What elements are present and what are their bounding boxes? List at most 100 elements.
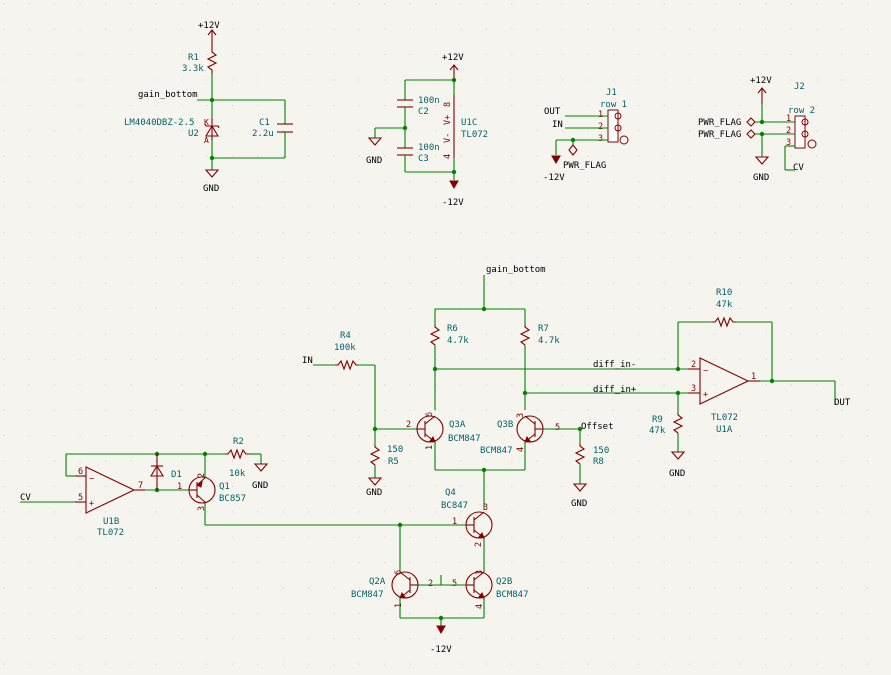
u2-value: LM4040DBZ-2.5 [124, 118, 194, 128]
q2b-pin-3: 3 [475, 570, 485, 575]
q1-pin-1: 1 [177, 482, 182, 492]
q4-ref: Q4 [445, 488, 456, 498]
u1b-pin-6: 6 [78, 467, 83, 477]
r4-ref: R4 [340, 331, 351, 341]
u1a-ref: U1A [716, 425, 733, 435]
pwr-flag-j2-top: PWR_FLAG [698, 117, 756, 128]
u1b-pin-5: 5 [78, 493, 83, 503]
u1b-plus: + [89, 499, 94, 509]
opamp-u1c-power: 8 V+ V- 4 U1C TL072 [443, 95, 488, 159]
q2b-pin-5: 5 [452, 579, 457, 589]
q3a-pin-6: 6 [425, 412, 435, 417]
u2-pin-a: A [204, 136, 209, 145]
net-label-diff-in-plus: diff_in+ [593, 385, 637, 395]
gnd-label-r5: GND [366, 488, 382, 498]
u1a-pin-2: 2 [691, 360, 696, 370]
net-label-diff-in-minus: diff_in- [593, 360, 636, 370]
ground-symbol-r8: GND [571, 483, 587, 509]
r10-value: 47k [716, 300, 733, 310]
connector-j2[interactable]: J2 row 2 1 2 3 [786, 82, 817, 149]
power-symbol-p12-top: +12V [198, 21, 220, 48]
j2-ref: J2 [794, 82, 805, 92]
u1a-value: TL072 [711, 413, 738, 423]
j2-pin-2: 2 [786, 126, 791, 136]
u1a-pin-1: 1 [751, 372, 756, 382]
power-symbol-m12-j1: -12V [543, 155, 565, 183]
u1b-minus: − [89, 474, 94, 484]
diode-d1: D1 [150, 454, 182, 490]
r8-value: 150 [593, 446, 609, 456]
transistor-q2b: 5 3 4 Q2B BCM847 [452, 570, 529, 609]
u1c-pin-8: 8 [443, 102, 453, 107]
pwr-flag-j1: PWR_FLAG [563, 144, 606, 171]
resistor-r1: R1 3.3k [182, 48, 218, 74]
r10-ref: R10 [716, 288, 732, 298]
r5-value: 150 [387, 445, 403, 455]
power-symbol-m12-bottom: -12V [430, 625, 452, 655]
c2-value: 100n [418, 96, 440, 106]
q3b-value: BCM847 [480, 446, 513, 456]
transistor-q3a: 2 6 1 Q3A BCM847 [406, 412, 481, 450]
r9-ref: R9 [652, 415, 663, 425]
net-label-gain-bottom-main: gain_bottom [486, 265, 546, 275]
zener-reference-u2: K A LM4040DBZ-2.5 U2 [124, 118, 220, 145]
u1b-ref: U1B [103, 517, 119, 527]
q3b-ref: Q3B [497, 420, 513, 430]
q3b-pin-5: 5 [555, 423, 560, 433]
u1b-pin-7: 7 [138, 481, 143, 491]
c2-ref: C2 [418, 107, 429, 117]
r1-value: 3.3k [182, 64, 204, 74]
u1a-minus: − [703, 366, 708, 376]
gnd-label-r8: GND [571, 499, 587, 509]
j1-net-in: IN [552, 120, 563, 130]
q3b-pin-3: 3 [516, 413, 526, 418]
net-label-in: IN [302, 356, 313, 366]
ground-symbol-j2: GND [753, 156, 769, 183]
net-label-cv: CV [20, 493, 31, 503]
pwr-flag-j1-label: PWR_FLAG [563, 161, 606, 171]
transistor-q4: 1 3 2 Q4 BC847 [441, 488, 493, 547]
net-label-p12-top: +12V [198, 21, 220, 31]
resistor-r10: R10 47k [712, 288, 736, 328]
j1-ref: J1 [606, 88, 617, 98]
j2-value: row 2 [788, 106, 815, 116]
q2a-pin-6: 6 [394, 570, 404, 575]
c1-ref: C1 [259, 118, 270, 128]
u1c-value: TL072 [461, 130, 488, 140]
ground-symbol-r9: GND [669, 451, 685, 479]
r7-value: 4.7k [538, 336, 560, 346]
resistor-r6: R6 4.7k [429, 324, 469, 346]
q3a-pin-1: 1 [425, 445, 435, 450]
r9-value: 47k [649, 426, 666, 436]
u1c-pin-4: 4 [443, 154, 453, 159]
c3-ref: C3 [418, 154, 429, 164]
gnd-label-j2: GND [753, 173, 769, 183]
r6-value: 4.7k [447, 336, 469, 346]
transistor-q1: 1 2 3 Q1 BC857 [177, 473, 246, 511]
q3a-ref: Q3A [449, 420, 466, 430]
net-label-m12-u1c: -12V [442, 198, 464, 208]
power-symbol-p12-j2: +12V [750, 76, 772, 104]
resistor-r8: 150 R8 [574, 444, 609, 467]
pwr-flag-j2-bottom-label: PWR_FLAG [698, 130, 741, 140]
transistor-q2a: 6 2 1 Q2A BCM847 [351, 570, 433, 608]
j2-pin-1: 1 [786, 114, 791, 124]
c3-value: 100n [418, 143, 440, 153]
j2-net-cv: CV [793, 163, 804, 173]
net-label-m12-bottom: -12V [430, 645, 452, 655]
j1-value: row 1 [600, 100, 627, 110]
j1-pin-3: 3 [598, 134, 603, 144]
q3a-pin-2: 2 [406, 420, 411, 430]
pwr-flag-j2-bottom: PWR_FLAG [698, 129, 756, 140]
ground-symbol-c2c3: GND [366, 137, 382, 166]
q4-pin-3: 3 [483, 503, 488, 513]
opamp-u1a: 2 3 1 − + TL072 U1A [688, 357, 760, 435]
connector-j1[interactable]: J1 row 1 1 2 3 [598, 88, 629, 145]
q4-pin-2: 2 [474, 542, 484, 547]
u1a-pin-3: 3 [691, 384, 696, 394]
q1-pin-2: 2 [197, 473, 207, 478]
resistor-r4: R4 100k [334, 331, 358, 371]
q1-ref: Q1 [219, 482, 230, 492]
q4-value: BC847 [441, 501, 468, 511]
